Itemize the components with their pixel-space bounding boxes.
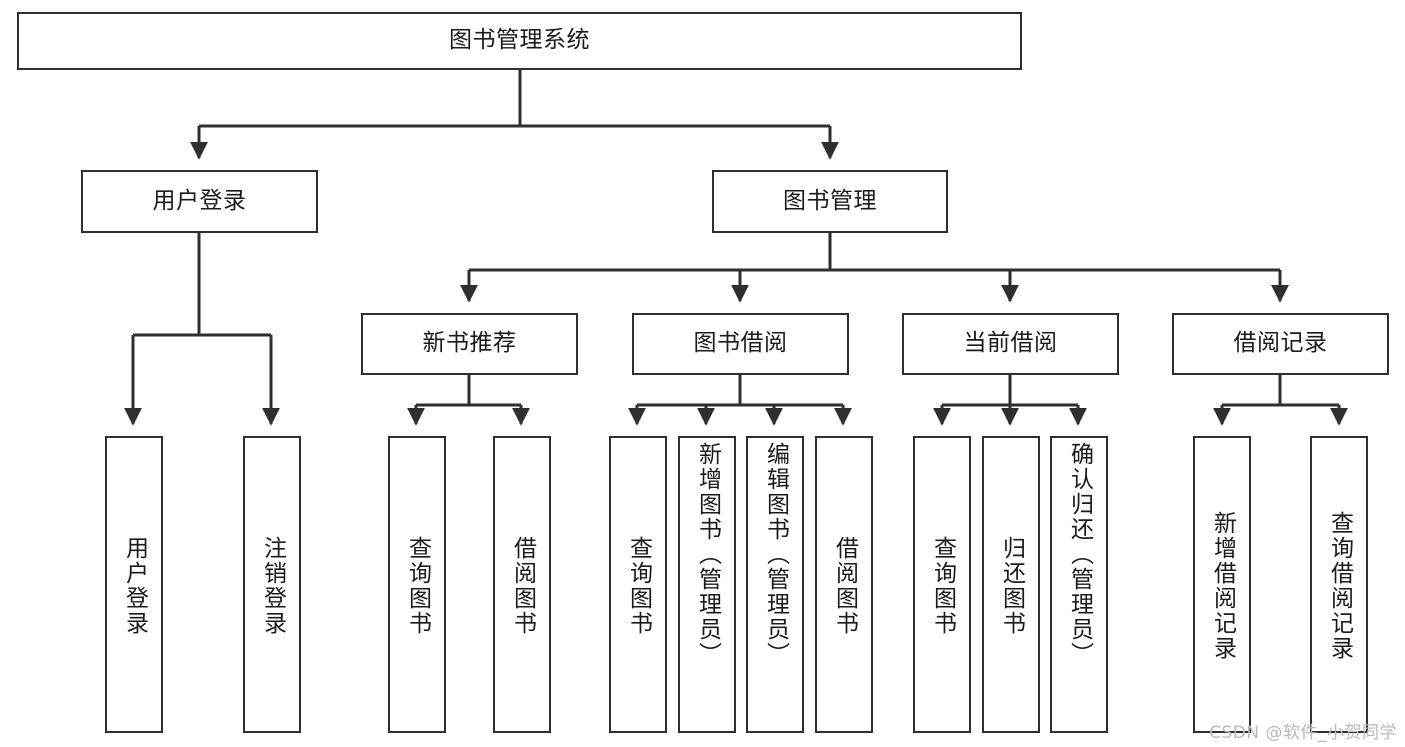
leaf-user-login[interactable]: 用户登录	[105, 436, 163, 733]
leaf-add-book-admin[interactable]: 新增图书（管理员）	[678, 436, 736, 733]
leaf-return-book[interactable]: 归还图书	[982, 436, 1040, 733]
node-label: 查询图书	[625, 535, 652, 636]
node-book-borrow[interactable]: 图书借阅	[632, 313, 849, 375]
node-current-borrow[interactable]: 当前借阅	[902, 313, 1119, 375]
node-label: 图书管理	[783, 187, 877, 214]
leaf-edit-book-admin[interactable]: 编辑图书（管理员）	[746, 436, 804, 733]
node-label: 新增图书（管理员）	[694, 442, 721, 667]
node-label: 图书借阅	[693, 330, 788, 357]
node-label: 查询借阅记录	[1326, 510, 1353, 661]
node-label: 新书推荐	[422, 330, 517, 357]
leaf-query-book-current[interactable]: 查询图书	[913, 436, 971, 733]
leaf-logout[interactable]: 注销登录	[243, 436, 301, 733]
watermark-text: CSDN @软件_小贺同学	[1209, 723, 1397, 743]
node-root-system[interactable]: 图书管理系统	[17, 12, 1022, 70]
leaf-query-borrow-record[interactable]: 查询借阅记录	[1310, 436, 1368, 733]
node-label: 新增借阅记录	[1209, 510, 1236, 661]
node-label: 查询图书	[404, 535, 431, 636]
leaf-add-borrow-record[interactable]: 新增借阅记录	[1193, 436, 1251, 733]
node-label: 注销登录	[259, 535, 286, 636]
node-label: 图书管理系统	[449, 27, 590, 54]
leaf-query-book-recommend[interactable]: 查询图书	[388, 436, 446, 733]
node-label: 借阅记录	[1233, 330, 1328, 357]
node-new-book-recommend[interactable]: 新书推荐	[361, 313, 578, 375]
node-label: 借阅图书	[831, 535, 858, 636]
node-label: 确认归还（管理员）	[1066, 442, 1093, 667]
leaf-confirm-return-admin[interactable]: 确认归还（管理员）	[1050, 436, 1108, 733]
leaf-query-book-borrow[interactable]: 查询图书	[609, 436, 667, 733]
node-label: 借阅图书	[509, 535, 536, 636]
node-label: 用户登录	[121, 535, 148, 636]
node-label: 归还图书	[998, 535, 1025, 636]
node-label: 当前借阅	[963, 330, 1058, 357]
node-label: 查询图书	[929, 535, 956, 636]
leaf-borrow-book[interactable]: 借阅图书	[815, 436, 873, 733]
node-borrow-record[interactable]: 借阅记录	[1172, 313, 1389, 375]
node-user-login[interactable]: 用户登录	[81, 170, 318, 233]
leaf-borrow-book-recommend[interactable]: 借阅图书	[493, 436, 551, 733]
node-label: 编辑图书（管理员）	[762, 442, 789, 667]
node-label: 用户登录	[152, 187, 247, 214]
node-book-management[interactable]: 图书管理	[712, 170, 948, 233]
